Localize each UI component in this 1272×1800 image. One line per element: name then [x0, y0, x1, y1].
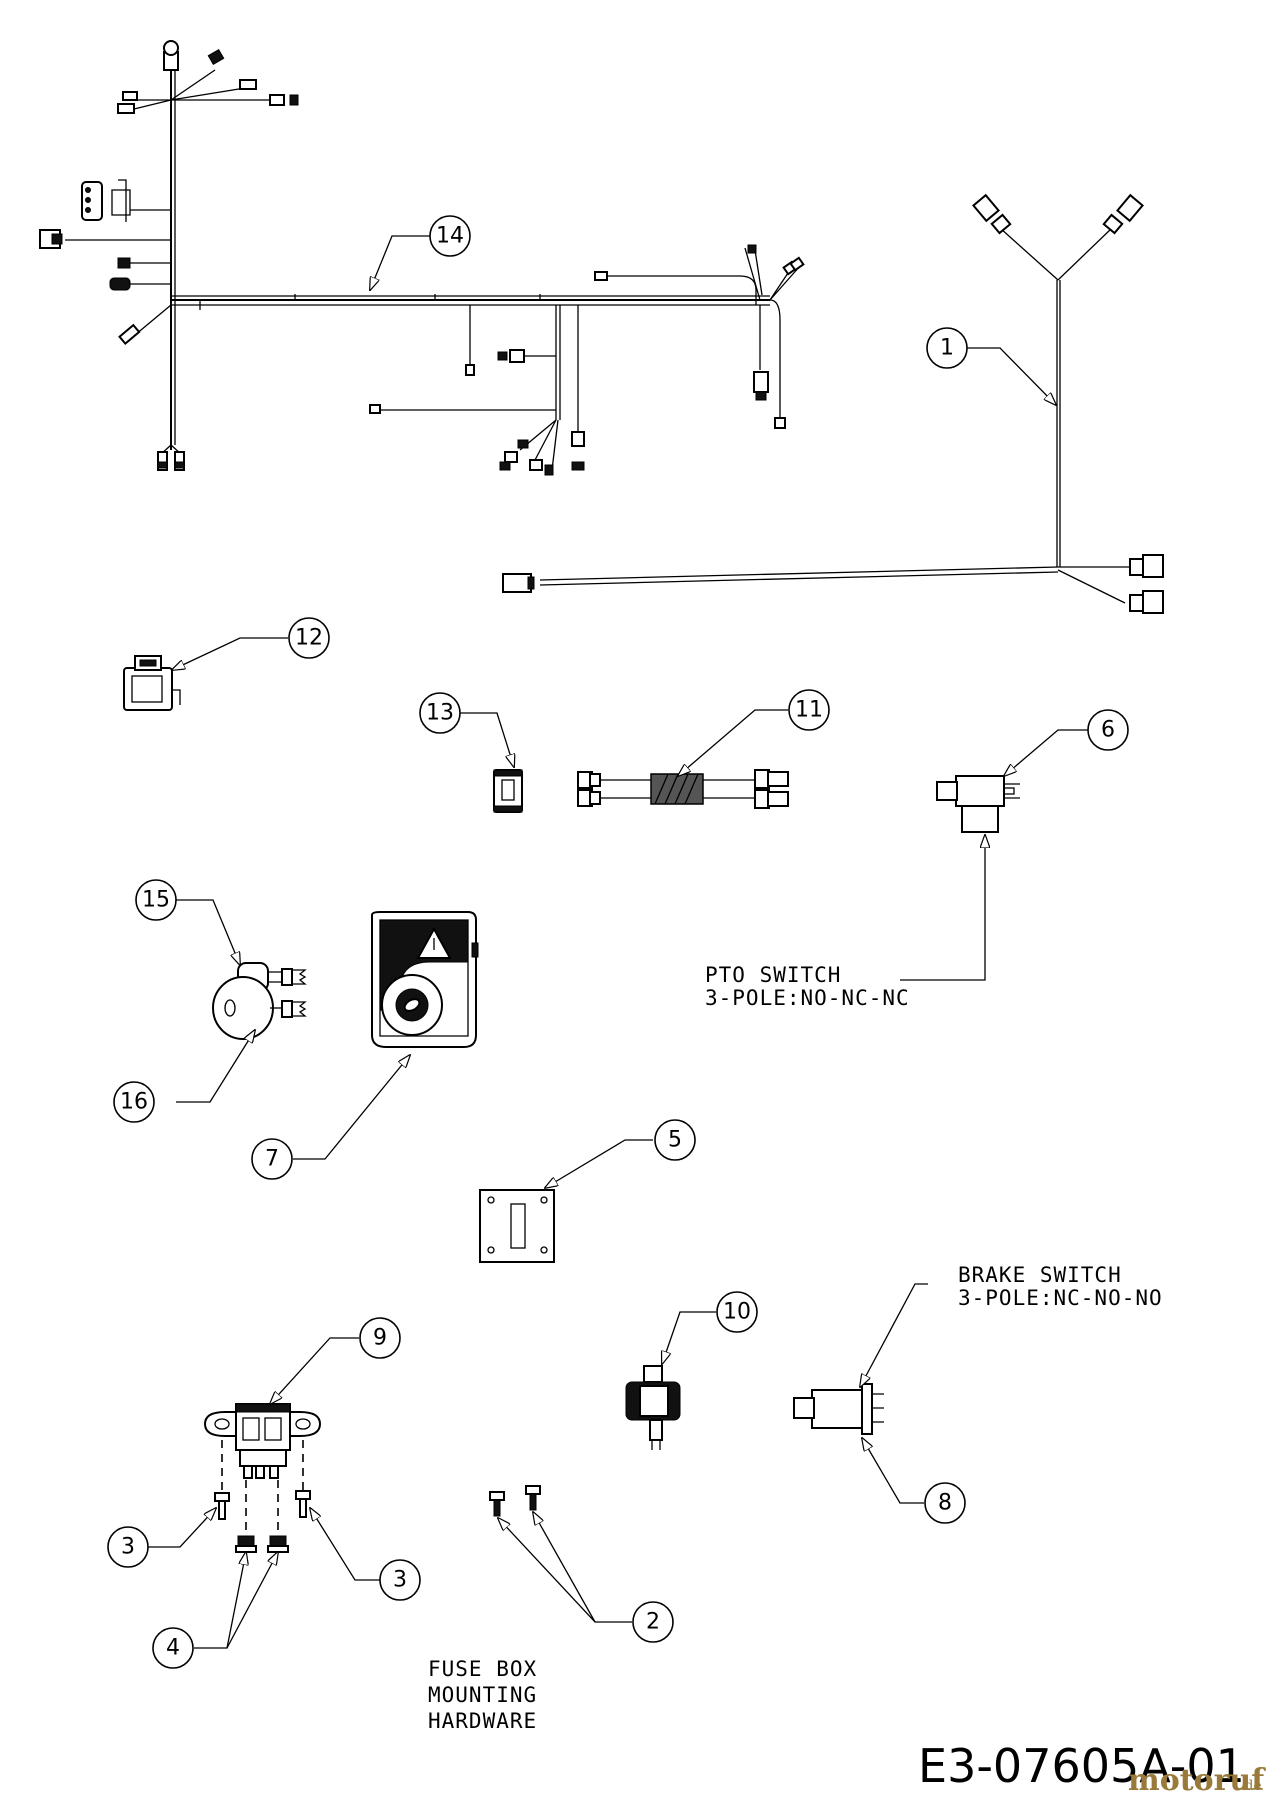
callout-3-left: 3 [107, 1526, 149, 1568]
svg-text:7: 7 [265, 1147, 279, 1172]
part-8-brake-switch [793, 1383, 884, 1435]
callout-1: 1 [926, 327, 968, 369]
part-9-fuse-block [203, 1403, 322, 1479]
svg-text:11: 11 [795, 698, 823, 723]
svg-text:6: 6 [1101, 718, 1115, 743]
svg-text:3: 3 [121, 1535, 135, 1560]
callout-15: 15 [135, 879, 177, 921]
part-11-jumper-harness [577, 769, 789, 809]
callout-11: 11 [788, 689, 830, 731]
svg-text:15: 15 [142, 888, 170, 913]
svg-text:3-POLE:NC-NO-NO: 3-POLE:NC-NO-NO [958, 1286, 1163, 1310]
svg-text:4: 4 [166, 1636, 180, 1661]
main-wire-harness [39, 40, 805, 476]
svg-text:14: 14 [436, 224, 464, 249]
callout-8: 8 [924, 1482, 966, 1524]
svg-text:PTO SWITCH: PTO SWITCH [705, 963, 841, 987]
svg-text:BRAKE SWITCH: BRAKE SWITCH [958, 1263, 1122, 1287]
pto-switch-label: PTO SWITCH 3-POLE:NO-NC-NC [705, 963, 910, 1010]
svg-text:13: 13 [426, 701, 454, 726]
callout-6: 6 [1087, 709, 1129, 751]
svg-text:5: 5 [668, 1128, 682, 1153]
diagram-code: E3-07605A-01 [918, 1739, 1245, 1793]
callout-9: 9 [359, 1317, 401, 1359]
part-13-switch [493, 769, 523, 813]
callout-4: 4 [152, 1627, 194, 1669]
callouts: 1 2 3 3 4 5 6 7 8 9 10 11 12 13 14 15 16 [107, 215, 1129, 1669]
part-10-plunger-switch [625, 1365, 681, 1450]
svg-text:8: 8 [938, 1491, 952, 1516]
part-12-fuse-box [123, 655, 181, 711]
callout-3-right: 3 [379, 1559, 421, 1601]
svg-text:10: 10 [723, 1300, 751, 1325]
svg-text:2: 2 [646, 1610, 660, 1635]
part-1-harness [502, 193, 1164, 614]
watermark-logo: motoruf .de [1128, 1763, 1266, 1798]
callout-14: 14 [429, 215, 471, 257]
callout-13: 13 [419, 692, 461, 734]
leader-lines [134, 235, 1088, 1649]
svg-text:1: 1 [940, 336, 954, 361]
brake-switch-label: BRAKE SWITCH 3-POLE:NC-NO-NO [958, 1263, 1163, 1310]
fuse-box-hardware [214, 1440, 541, 1553]
svg-text:HARDWARE: HARDWARE [428, 1709, 537, 1733]
svg-text:9: 9 [373, 1326, 387, 1351]
callout-2: 2 [632, 1601, 674, 1643]
fuse-box-hardware-label: FUSE BOX MOUNTING HARDWARE [428, 1657, 537, 1733]
part-5-plate [479, 1189, 555, 1263]
svg-text:motoruf: motoruf [1128, 1763, 1266, 1798]
callout-12: 12 [288, 617, 330, 659]
svg-text:3-POLE:NO-NC-NC: 3-POLE:NO-NC-NC [705, 986, 910, 1010]
callout-7: 7 [251, 1138, 293, 1180]
part-7-ignition-switch [371, 911, 479, 1048]
svg-text:3: 3 [393, 1568, 407, 1593]
callout-5: 5 [654, 1119, 696, 1161]
svg-text:MOUNTING: MOUNTING [428, 1683, 537, 1707]
callout-16: 16 [113, 1081, 155, 1123]
svg-text:16: 16 [120, 1090, 148, 1115]
svg-text:12: 12 [295, 626, 323, 651]
svg-text:.de: .de [1240, 1778, 1262, 1794]
svg-text:FUSE BOX: FUSE BOX [428, 1657, 537, 1681]
part-6-pto-switch [936, 775, 1020, 833]
callout-10: 10 [716, 1291, 758, 1333]
part-16-key [212, 976, 307, 1040]
